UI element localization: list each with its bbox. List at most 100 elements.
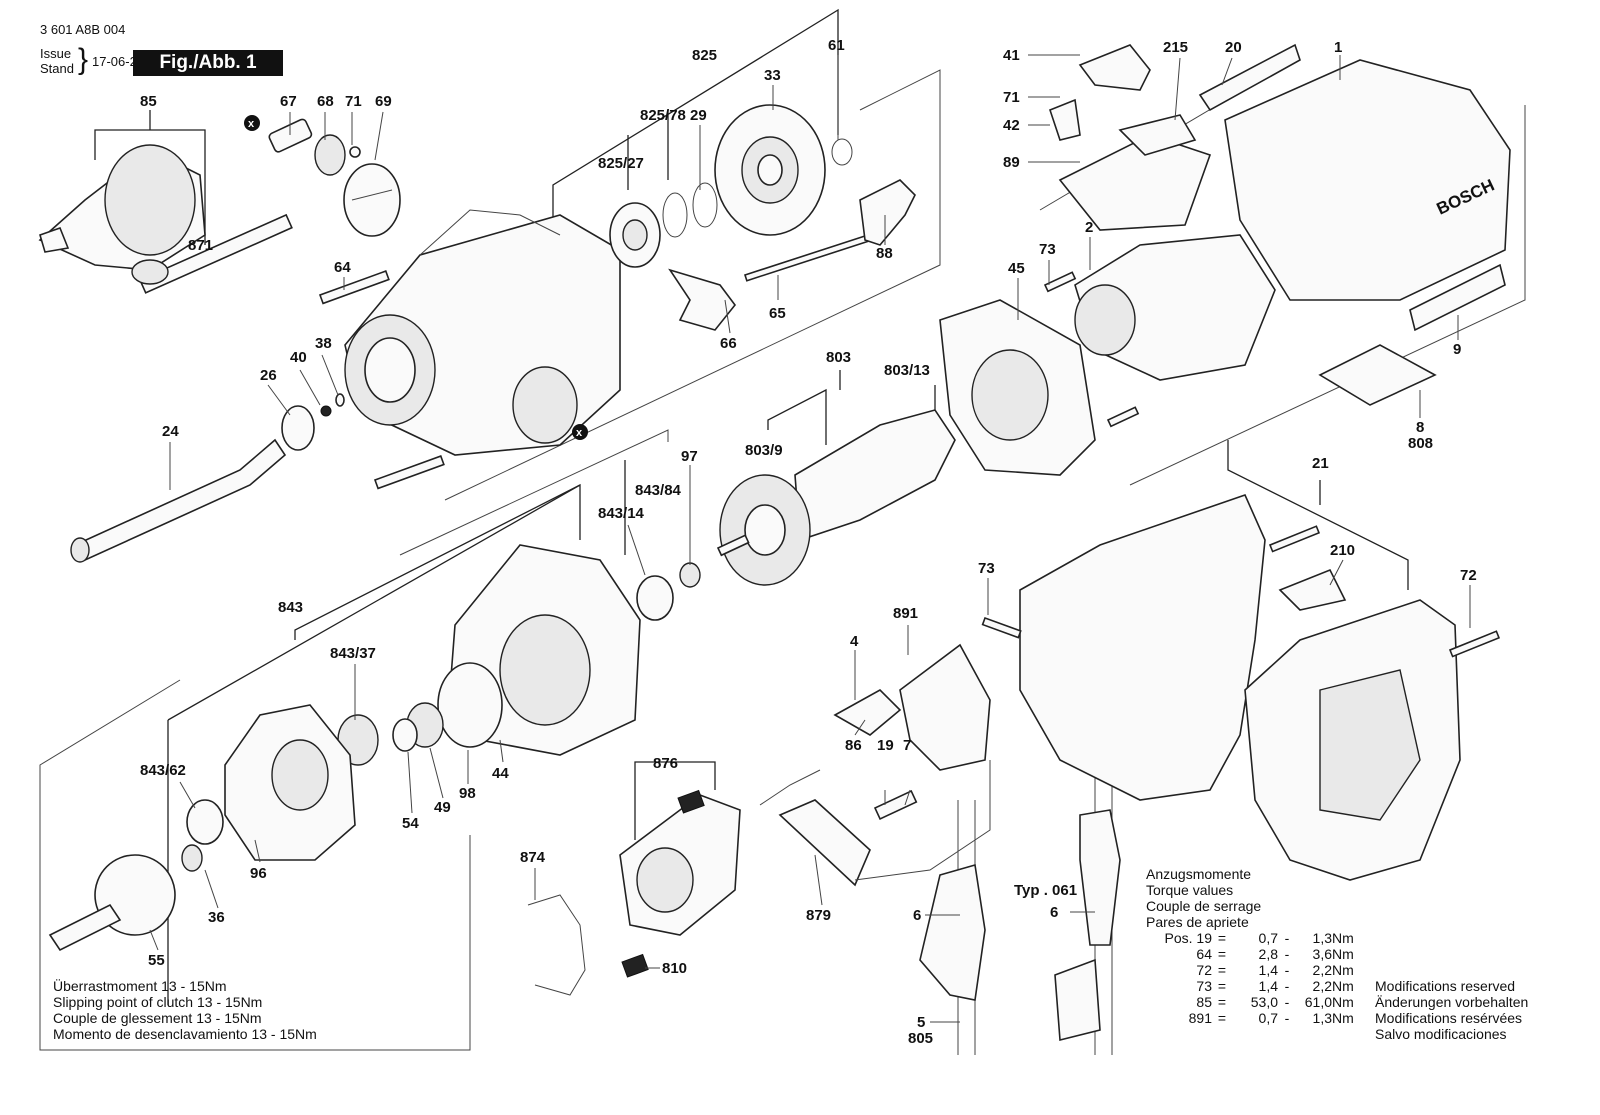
clutch-note-line: Momento de desenclavamiento 13 - 15Nm [53,1026,317,1042]
part-label-73-top: 73 [1039,241,1056,258]
svg-text:x: x [576,427,583,439]
bearing-843-62 [186,799,224,845]
motor-housing-1: BOSCH [1224,59,1511,301]
part-label-44: 44 [492,765,509,782]
part-label-86: 86 [845,737,862,754]
part-label-45: 45 [1008,260,1025,277]
part-label-89: 89 [1003,154,1020,171]
modifications-line: Änderungen vorbehalten [1375,994,1529,1010]
part-label-73: 73 [978,560,995,577]
part-label-98: 98 [459,785,476,802]
disc-54 [392,718,418,752]
part-label-20: 20 [1225,39,1242,56]
part-label-72: 72 [1460,567,1477,584]
part-label-5: 5 [917,1014,925,1031]
part-label-803-13: 803/13 [884,362,930,379]
spring-26 [281,405,315,451]
part-label-61: 61 [828,37,845,54]
screw-73 [981,616,1022,639]
part-label-7: 7 [903,737,911,754]
screw-73-top [1043,271,1077,293]
small-parts-67-69 [268,118,401,237]
part-label-8: 8 [1416,419,1424,436]
cover-96 [224,704,356,861]
label-20 [1198,43,1301,112]
part-label-64: 64 [334,259,351,276]
part-label-891: 891 [893,605,918,622]
part-label-6: 6 [913,907,921,924]
part-label-69: 69 [375,93,392,110]
baffle-45 [939,299,1096,476]
part-label-843-14: 843/14 [598,505,645,522]
bearing-843-14 [636,575,674,621]
ring-38 [335,393,345,407]
part-label-825-27: 825/27 [598,155,644,172]
ball-40 [320,405,332,417]
part-drawings: BOSCH [38,43,1511,1042]
spring-97 [679,562,701,588]
screws-64 [318,270,445,490]
part-label-215: 215 [1163,39,1188,56]
part-label-97: 97 [681,448,698,465]
part-label-24: 24 [162,423,179,440]
part-label-2: 2 [1085,219,1093,236]
part-label-21: 21 [1312,455,1329,472]
part-label-825-78: 825/78 [640,107,686,124]
switch-891 [899,643,991,771]
fork-88 [859,179,916,246]
modifications-note: Modifications reserved Änderungen vorbeh… [1375,978,1528,1042]
spindle-24 [70,438,287,563]
armature-803 [716,409,956,586]
part-label-805: 805 [908,1030,933,1047]
part-label-210: 210 [1330,542,1355,559]
rod-65 [743,232,877,282]
chuck-key-871 [131,213,293,294]
part-label-843-62: 843/62 [140,762,186,779]
torque-title: Couple de serrage [1146,898,1262,914]
part-label-29: 29 [690,107,707,124]
screw-72-top [1268,525,1321,553]
part-label-876: 876 [653,755,678,772]
callout-marker-bottom: x [572,424,588,440]
label-8 [1318,344,1437,406]
document-number: 3 601 A8B 004 [40,22,126,37]
part-label-843-37: 843/37 [330,645,376,662]
label-9 [1409,263,1506,332]
cable-sleeve-6 [919,863,986,1001]
part-label-808: 808 [1408,435,1433,452]
torque-table: Anzugsmomente Torque values Couple de se… [1146,866,1362,1026]
torque-title: Pares de apriete [1146,914,1249,930]
clutch-note-line: Überrastmoment 13 - 15Nm [53,978,227,994]
svg-text:x: x [248,118,255,130]
screw-73-mid [1106,406,1140,428]
part-label-54: 54 [402,815,419,832]
clutch-note-line: Couple de glessement 13 - 15Nm [53,1010,262,1026]
screw-72 [1448,630,1501,658]
chuck-85 [38,144,206,271]
part-label-88: 88 [876,245,893,262]
part-label-871: 871 [188,237,213,254]
part-label-1: 1 [1334,39,1342,56]
slider-42 [1049,98,1081,141]
part-label-843: 843 [278,599,303,616]
part-label-810: 810 [662,960,687,977]
part-label-843-84: 843/84 [635,482,682,499]
part-label-41: 41 [1003,47,1020,64]
lever-4 [833,689,902,736]
stand-label: Stand [40,61,74,76]
part-label-26: 26 [260,367,277,384]
part-label-67: 67 [280,93,297,110]
ring-36 [181,844,203,872]
part-label-55: 55 [148,952,165,969]
variant-label: Typ . 061 [1014,882,1077,899]
leader-lines [149,54,1471,1023]
brush-holder-876 [619,789,741,978]
part-label-825: 825 [692,47,717,64]
part-label-874: 874 [520,849,546,866]
